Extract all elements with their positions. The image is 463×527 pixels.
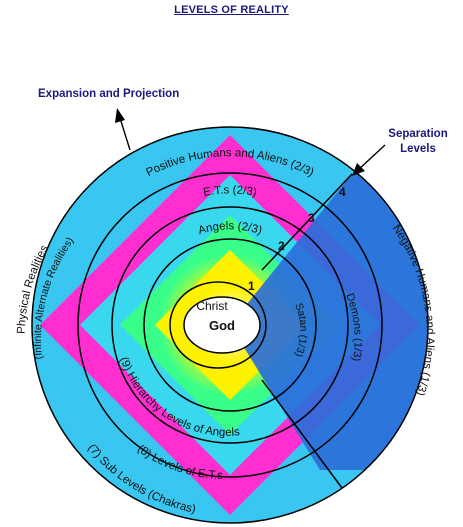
label-ets: E.T.s (2/3) xyxy=(202,184,258,199)
separation-line-lower xyxy=(261,379,343,489)
level-number-4: 4 xyxy=(339,185,346,199)
expansion-arrow xyxy=(119,117,131,151)
label-satan: Satan (1/3) xyxy=(292,302,309,359)
ring-christ xyxy=(169,281,267,369)
separation-line-upper xyxy=(261,173,353,271)
negative-wedge xyxy=(230,174,428,470)
ring-positive xyxy=(77,172,383,478)
level-number-2: 2 xyxy=(278,239,285,253)
page-title: LEVELS OF REALITY xyxy=(174,4,289,16)
label-god: God xyxy=(209,318,235,333)
label-christ: Christ xyxy=(196,299,228,313)
level-number-1: 1 xyxy=(248,279,255,293)
separation-arrow xyxy=(357,144,386,171)
ring-outer xyxy=(31,126,429,524)
level-number-3: 3 xyxy=(308,211,315,225)
expansion-label: Expansion and Projection xyxy=(38,88,179,100)
separation-label-1: Separation xyxy=(388,128,447,140)
god-core xyxy=(183,296,261,354)
label-angels: Angels (2/3) xyxy=(197,220,264,237)
ring-ets xyxy=(111,206,349,444)
ring-angels xyxy=(143,238,317,412)
separation-label-2: Levels xyxy=(400,143,436,155)
